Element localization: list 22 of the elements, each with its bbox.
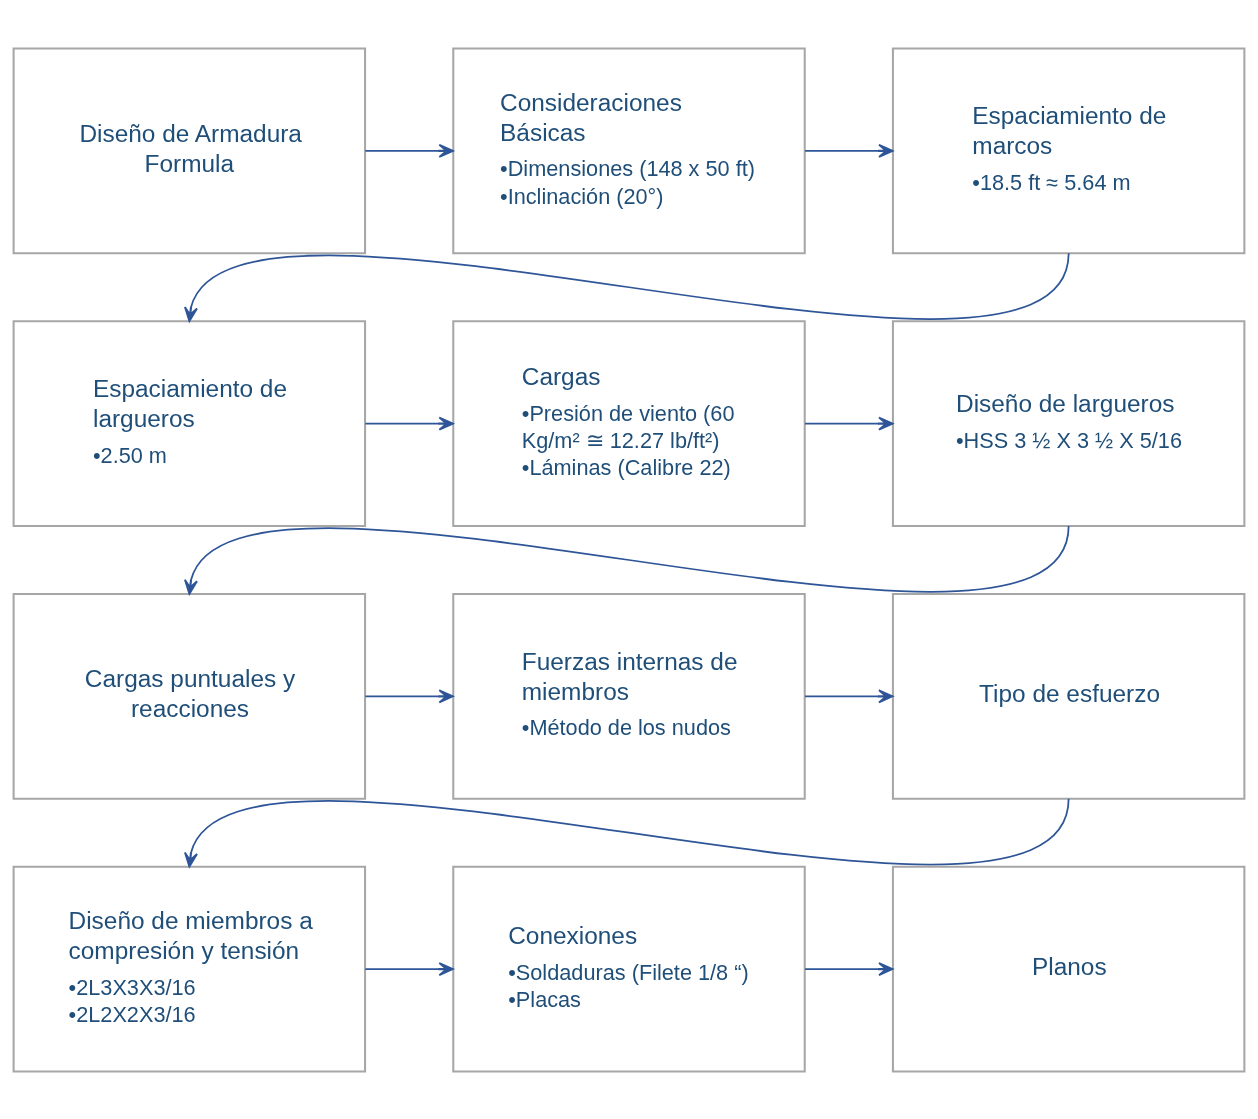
node-box: Diseño de miembros a compresión y tensión •2L3X3X3/16 •2L2X2X3/16 (12, 865, 367, 1073)
node-box: Diseño de largueros •HSS 3 ½ X 3 ½ X 5/16 (891, 319, 1246, 527)
arrow (804, 961, 894, 976)
arrow (364, 961, 454, 976)
arrow (804, 416, 894, 431)
arrow (364, 416, 454, 431)
arrow (184, 251, 1070, 322)
node-box: Diseño de Armadura Formula (12, 46, 367, 254)
node-box: Tipo de esfuerzo (891, 592, 1246, 800)
node-box: Espaciamiento de marcos •18.5 ft ≈ 5.64 m (891, 46, 1246, 254)
node-box: Fuerzas internas de miembros •Método de los nudos (452, 592, 806, 800)
arrow (804, 688, 894, 703)
node-box: Consideraciones Básicas •Dimensiones (148 x 50 ft) •Inclinación (20°) (452, 46, 806, 254)
arrow (804, 143, 894, 158)
node-box: Conexiones •Soldaduras (Filete 1/8 “) •Placas (452, 865, 806, 1073)
arrow (184, 524, 1070, 595)
node-box: Planos (891, 865, 1246, 1073)
node-box: Espaciamiento de largueros •2.50 m (12, 319, 367, 527)
arrow (364, 143, 454, 158)
node-box: Cargas puntuales y reacciones (12, 592, 367, 800)
node-box: Cargas •Presión de viento (60 Kg/m² ≅ 12.27 lb/ft²) •Láminas (Calibre 22) (452, 319, 806, 527)
arrow (364, 688, 454, 703)
